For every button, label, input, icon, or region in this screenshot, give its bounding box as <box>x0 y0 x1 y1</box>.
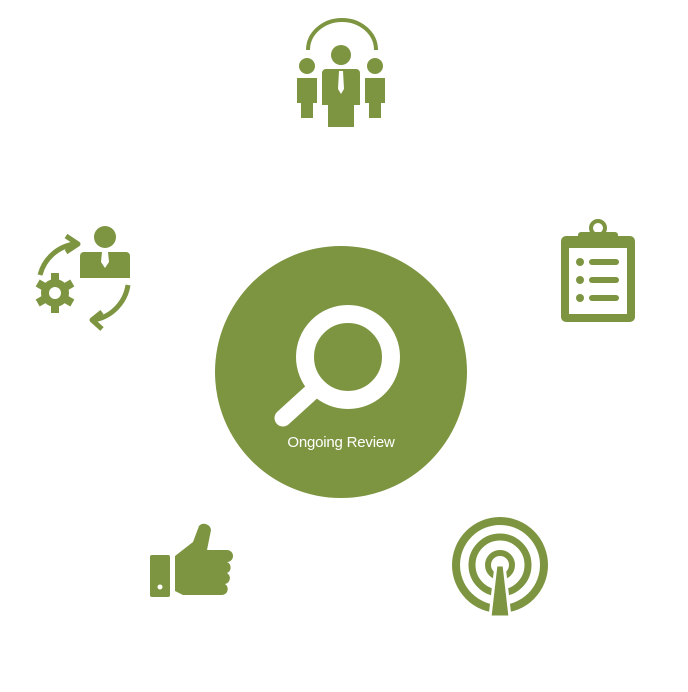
thumbs-up-icon <box>150 523 233 597</box>
target-icon <box>452 517 548 619</box>
center-label: Ongoing Review <box>287 434 395 451</box>
center-circle <box>215 246 467 498</box>
team-icon <box>297 18 385 127</box>
magnifier-icon <box>274 305 400 427</box>
clipboard-checklist-icon <box>561 219 635 322</box>
process-cycle-icon <box>35 226 131 331</box>
